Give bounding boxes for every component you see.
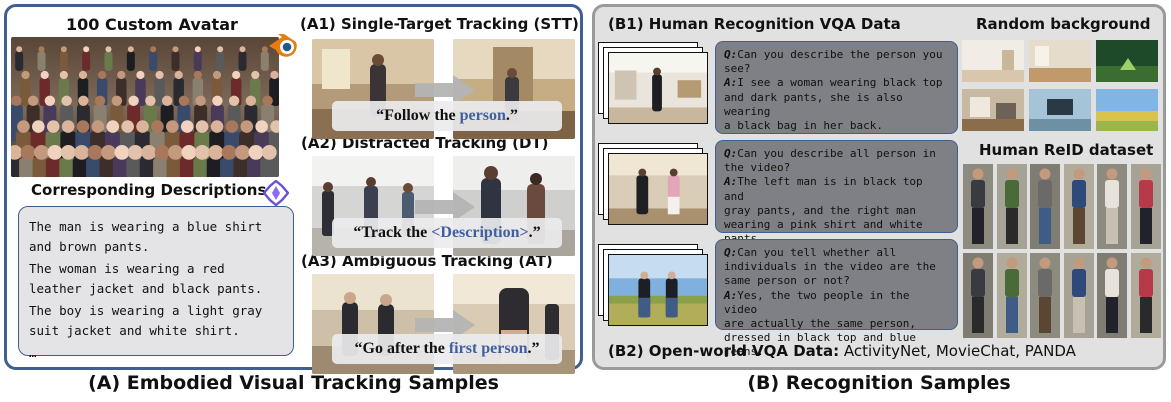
description-line: The woman is wearing a red xyxy=(29,261,225,276)
reid-person-thumbnail xyxy=(1097,164,1127,249)
b1-title: (B1) Human Recognition VQA Data xyxy=(608,15,901,33)
description-line: The man is wearing a blue shirt xyxy=(29,219,263,234)
qa-box: Q:Can you describe the person you see? A… xyxy=(715,41,958,134)
arrow-right-icon xyxy=(415,310,475,340)
reid-person-thumbnail xyxy=(963,253,993,338)
caption-embodied-tracking: (A) Embodied Visual Tracking Samples xyxy=(88,372,499,394)
qwen-star-icon xyxy=(263,180,289,206)
avatar-crowd-image xyxy=(11,37,279,177)
b2-open-world-line: (B2) Open-world VQA Data: ActivityNet, M… xyxy=(608,342,1076,360)
background-thumbnail xyxy=(1029,40,1091,82)
reid-title: Human ReID dataset xyxy=(979,141,1154,159)
reid-person-thumbnail xyxy=(1063,164,1094,249)
reid-person-thumbnail xyxy=(1130,253,1161,338)
arrow-right-icon xyxy=(415,192,475,222)
at-frames: “Go after the first person.” xyxy=(312,274,576,374)
stt-frames: “Follow the person.” xyxy=(312,39,576,139)
description-line: and brown pants. xyxy=(29,238,150,254)
qa-box: Q:Can you describe all person in the vid… xyxy=(715,140,958,245)
instruction-stt: “Follow the person.” xyxy=(332,101,562,131)
background-thumbnail xyxy=(1096,89,1158,131)
background-thumbnail xyxy=(1096,40,1158,82)
task-title-stt: (A1) Single-Target Tracking (STT) xyxy=(300,15,579,33)
avatar-title: 100 Custom Avatar xyxy=(66,15,238,34)
instruction-at: “Go after the first person.” xyxy=(332,334,562,364)
task-title-at: (A3) Ambiguous Tracking (AT) xyxy=(301,252,553,270)
description-line: The boy is wearing a light gray xyxy=(29,303,263,318)
description-ellipsis: … xyxy=(29,345,37,360)
background-thumbnail xyxy=(962,89,1024,131)
video-stack xyxy=(598,244,716,330)
blender-logo-icon xyxy=(269,34,297,57)
video-frame xyxy=(608,254,708,326)
reid-person-thumbnail xyxy=(963,164,993,249)
reid-person-thumbnail xyxy=(1030,164,1060,249)
background-thumbnail xyxy=(962,40,1024,82)
reid-person-thumbnail xyxy=(996,253,1027,338)
qa-box: Q:Can you tell whether all individuals i… xyxy=(715,239,958,358)
video-frame xyxy=(608,52,708,124)
descriptions-title: Corresponding Descriptions xyxy=(31,181,267,199)
reid-person-thumbnail xyxy=(1030,253,1060,338)
reid-person-thumbnail xyxy=(996,164,1027,249)
random-background-title: Random background xyxy=(976,15,1151,33)
background-thumbnail xyxy=(1029,89,1091,131)
dt-frames: “Track the <Description>.” xyxy=(312,156,576,256)
video-stack xyxy=(598,143,716,229)
reid-person-thumbnail xyxy=(1097,253,1127,338)
instruction-dt: “Track the <Description>.” xyxy=(332,218,562,248)
descriptions-box: The man is wearing a blue shirt and brow… xyxy=(18,206,294,360)
caption-recognition: (B) Recognition Samples xyxy=(747,372,1011,394)
arrow-right-icon xyxy=(415,75,475,105)
description-line: suit jacket and white shirt. xyxy=(29,322,240,338)
reid-person-thumbnail xyxy=(1130,164,1161,249)
video-stack xyxy=(598,42,716,128)
video-frame xyxy=(608,153,708,225)
reid-person-thumbnail xyxy=(1063,253,1094,338)
description-line: leather jacket and black pants. xyxy=(29,280,263,296)
